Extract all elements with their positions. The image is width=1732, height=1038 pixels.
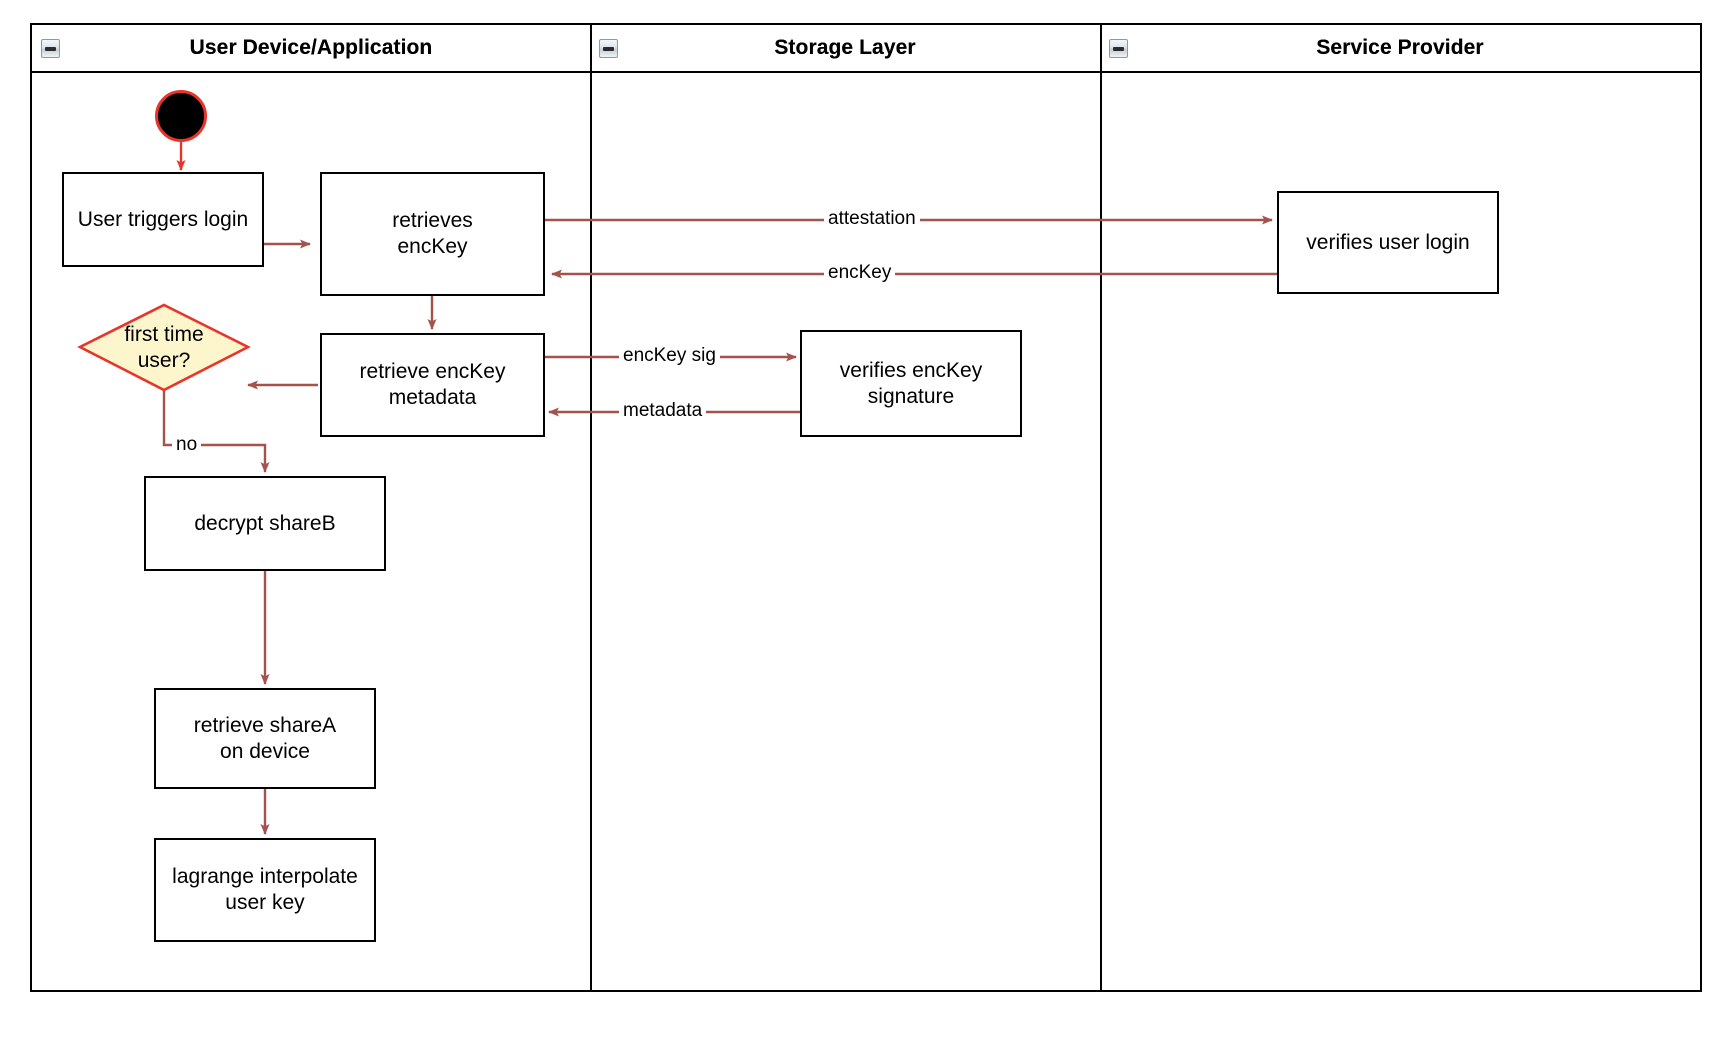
decision-first-time-user[interactable]: first time user? xyxy=(80,305,248,390)
activity-label: retrieve encKey metadata xyxy=(359,360,506,409)
activity-label: User triggers login xyxy=(77,207,249,231)
activity-verifies-user-login[interactable]: verifies user login xyxy=(1277,191,1499,294)
activity-retrieves-enckey[interactable]: retrieves encKey xyxy=(320,172,545,296)
collapse-minus-icon[interactable] xyxy=(599,39,618,58)
activity-retrieve-sharea-on-device[interactable]: retrieve shareA on device xyxy=(154,688,376,789)
activity-label: verifies user login xyxy=(1306,230,1470,254)
lane-title-storage-layer: Storage Layer xyxy=(774,36,916,59)
lane-header-service-provider[interactable]: Service Provider xyxy=(1100,25,1700,73)
lane-header-storage-layer[interactable]: Storage Layer xyxy=(590,25,1100,73)
collapse-minus-icon[interactable] xyxy=(41,39,60,58)
activity-label: retrieves encKey xyxy=(392,209,473,258)
lane-divider-1 xyxy=(590,25,592,990)
edge-label-no: no xyxy=(172,435,202,454)
activity-label: decrypt shareB xyxy=(194,511,336,535)
activity-label: lagrange interpolate user key xyxy=(172,865,358,914)
lane-title-user-device: User Device/Application xyxy=(189,36,433,59)
activity-lagrange-interpolate-user-key[interactable]: lagrange interpolate user key xyxy=(154,838,376,942)
activity-label: retrieve shareA on device xyxy=(193,713,337,763)
activity-verifies-enckey-signature[interactable]: verifies encKey signature xyxy=(800,330,1022,437)
lane-title-service-provider: Service Provider xyxy=(1316,36,1484,59)
edge-label-attestation: attestation xyxy=(824,209,920,228)
start-event-node[interactable] xyxy=(155,90,207,142)
collapse-minus-icon[interactable] xyxy=(1109,39,1128,58)
activity-retrieve-enckey-metadata[interactable]: retrieve encKey metadata xyxy=(320,333,545,437)
edge-label-enckey: encKey xyxy=(824,263,896,282)
activity-decrypt-shareb[interactable]: decrypt shareB xyxy=(144,476,386,571)
activity-label: verifies encKey signature xyxy=(839,358,983,408)
edge-label-metadata: metadata xyxy=(619,401,707,420)
decision-first-time-user-shape[interactable] xyxy=(77,303,251,392)
edge-no-to-decrypt xyxy=(162,390,270,473)
edge-label-enckey-sig: encKey sig xyxy=(619,346,720,365)
activity-user-triggers-login[interactable]: User triggers login xyxy=(62,172,264,267)
lane-divider-2 xyxy=(1100,25,1102,990)
decision-label: first time user? xyxy=(124,323,204,372)
lane-header-user-device[interactable]: User Device/Application xyxy=(32,25,590,73)
